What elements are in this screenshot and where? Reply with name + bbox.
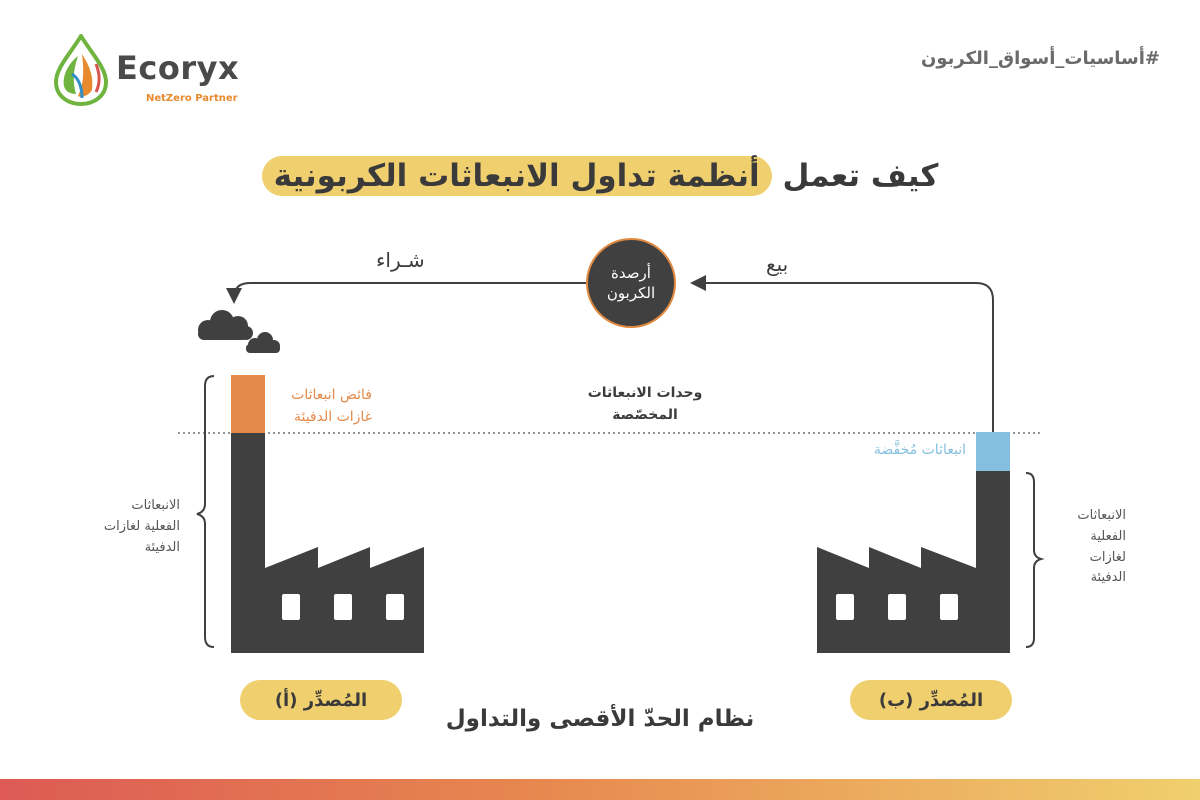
carbon-credits-line2: الكربون	[606, 284, 656, 302]
sell-label: بيع	[766, 252, 789, 276]
excess-emissions-label: فائض انبعاثات غازات الدفيئة	[262, 384, 372, 429]
logo-drop-icon	[53, 34, 109, 106]
buy-arrow	[226, 282, 586, 304]
sell-arrow	[690, 275, 994, 432]
allocated-line2: المخصّصة	[612, 407, 678, 424]
page-title: كيف تعمل أنظمة تداول الانبعاثات الكربوني…	[0, 156, 1200, 196]
actual-a-line1: الانبعاثات	[131, 498, 180, 513]
brace-a	[196, 375, 215, 648]
excess-emissions-bar	[231, 375, 265, 434]
actual-b-line4: الدفيئة	[1090, 570, 1126, 586]
diagram-graphics	[178, 275, 1045, 653]
factory-b-icon	[817, 432, 1010, 653]
smoke-cloud-icon	[198, 310, 280, 353]
allocated-units-label: وحدات الانبعاثات المخصّصة	[560, 382, 730, 427]
source-a-pill: المُصدِّر (أ)	[240, 680, 402, 720]
reduced-emissions-bar	[976, 432, 1010, 472]
actual-b-line3: لغازات	[1089, 549, 1126, 565]
reduced-emissions-label: انبعاثات مُخفَّضة	[873, 442, 966, 458]
excess-line1: فائض انبعاثات	[291, 387, 372, 403]
carbon-credits-line1: أرصدة	[611, 263, 651, 282]
excess-line2: غازات الدفيئة	[293, 409, 372, 426]
title-highlight: أنظمة تداول الانبعاثات الكربونية	[261, 156, 772, 196]
brand-name: Ecoryx	[116, 49, 240, 87]
title-prefix: كيف تعمل	[782, 158, 939, 194]
actual-a-line3: الدفيئة	[144, 539, 180, 555]
actual-a-line2: الفعلية لغازات	[103, 518, 180, 534]
actual-b-line2: الفعلية	[1090, 528, 1126, 544]
buy-label: شـراء	[376, 248, 425, 272]
brand-tagline: NetZero Partner	[146, 93, 238, 104]
bottom-gradient-bar	[0, 779, 1200, 800]
actual-emissions-a-label: الانبعاثات الفعلية لغازات الدفيئة	[82, 496, 180, 558]
actual-b-line1: الانبعاثات	[1077, 508, 1126, 523]
factory-a-icon	[231, 375, 424, 653]
allocated-line1: وحدات الانبعاثات	[587, 385, 703, 401]
brace-b	[1025, 472, 1045, 648]
hashtag: #أساسيات_أسواق_الكربون	[920, 48, 1160, 69]
carbon-credits-circle: أرصدة الكربون	[586, 238, 676, 328]
actual-emissions-b-label: الانبعاثات الفعلية لغازات الدفيئة	[1046, 506, 1126, 589]
source-b-pill: المُصدِّر (ب)	[850, 680, 1012, 720]
cap-and-trade-label: نظام الحدّ الأقصى والتداول	[445, 706, 755, 732]
